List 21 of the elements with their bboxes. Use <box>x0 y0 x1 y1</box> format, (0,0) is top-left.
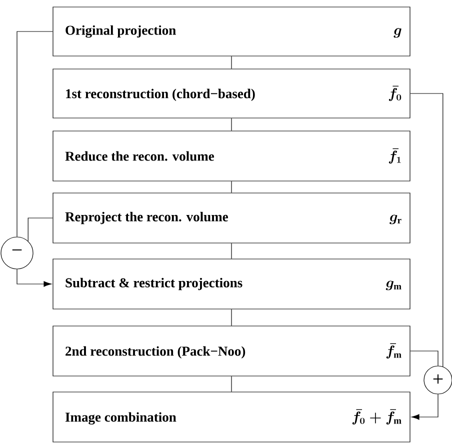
connector <box>231 376 232 392</box>
connector <box>16 31 53 237</box>
process-box: Image combination $\bar{f}_0+\bar{f}_{\mathrm{m}}$ <box>52 392 410 442</box>
connector <box>410 93 444 367</box>
connector <box>28 218 53 242</box>
connector <box>411 394 438 420</box>
connector <box>231 243 232 259</box>
process-box: Reproject the recon. volume $g_{\mathrm{r}}$ <box>52 192 410 244</box>
process-box: Original projection $g$ <box>52 6 410 56</box>
connector <box>16 269 52 287</box>
sum-junction: + <box>424 366 452 394</box>
process-box: 1st reconstruction (chord−based) $\bar{f}_0$ <box>52 68 410 118</box>
sum-junction: − <box>0 236 34 270</box>
process-box: Subtract & restrict projections $g_{\mathrm{m}}$ <box>52 258 410 310</box>
connector <box>231 309 232 326</box>
connector <box>231 118 232 131</box>
process-box: Reduce the recon. volume $\bar{f}_1$ <box>52 130 410 182</box>
connector <box>231 181 232 193</box>
process-box: 2nd reconstruction (Pack−Noo) $\bar{f}_{\mathrm{m}}$ <box>52 326 410 376</box>
connector <box>410 350 438 366</box>
connector <box>231 56 232 69</box>
